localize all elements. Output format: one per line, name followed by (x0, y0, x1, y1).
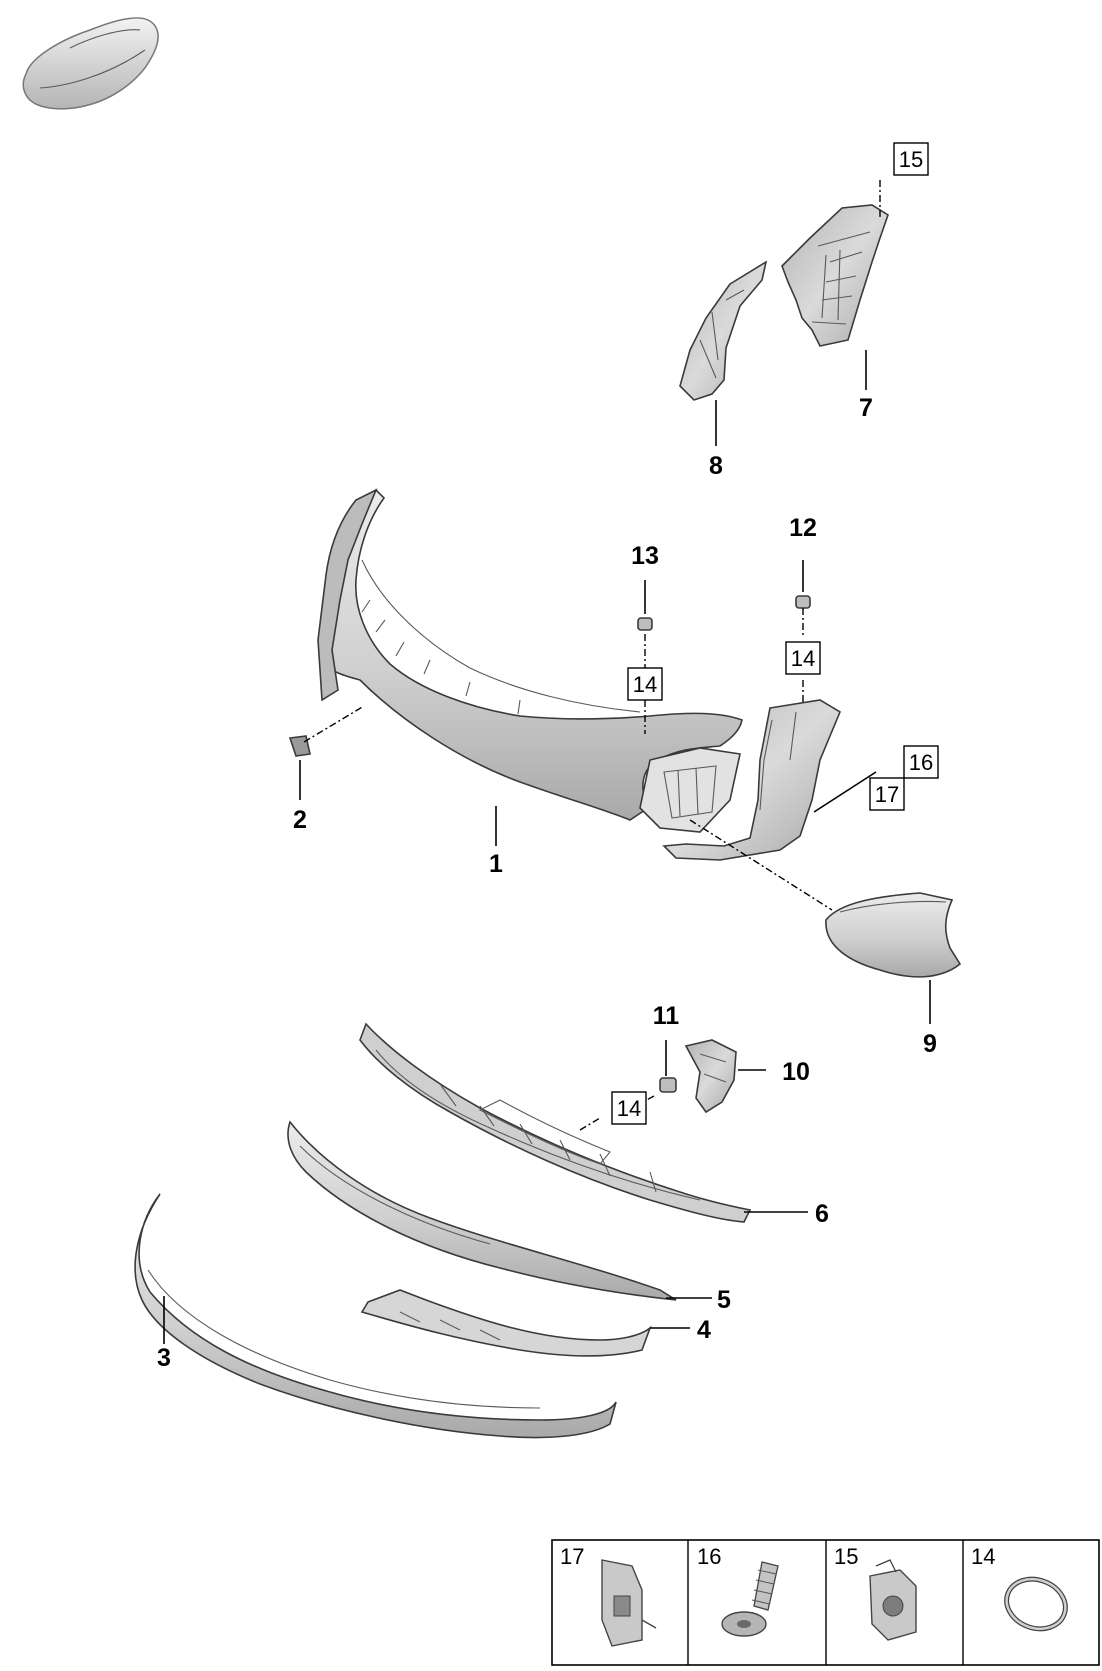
seal-ring-icon (1004, 1576, 1068, 1632)
part-4-lip-piece (360, 1289, 652, 1357)
boxed-ref-17: 17 (869, 777, 905, 811)
fastener-legend-table: 17 16 15 14 (551, 1539, 1100, 1666)
callout-part-1: 1 (489, 850, 503, 878)
callout-part-3: 3 (157, 1344, 171, 1372)
part-8-bracket (679, 260, 768, 401)
callout-part-13: 13 (631, 542, 659, 570)
svg-text:16: 16 (909, 750, 933, 775)
part-11-clip (659, 1077, 677, 1093)
part-7-bracket (781, 204, 889, 347)
callout-part-2: 2 (293, 806, 307, 834)
svg-text:14: 14 (617, 1096, 641, 1121)
part-10-bracket (684, 1039, 737, 1114)
boxed-ref-14-upper: 14 (627, 667, 663, 701)
callout-part-7: 7 (859, 394, 873, 422)
callout-part-11: 11 (653, 1002, 680, 1030)
legend-cell-17: 17 (560, 1544, 657, 1647)
svg-text:17: 17 (560, 1544, 584, 1569)
svg-text:17: 17 (875, 782, 899, 807)
svg-text:16: 16 (697, 1544, 721, 1569)
legend-cell-15: 15 (834, 1544, 917, 1641)
callout-part-4: 4 (697, 1316, 711, 1344)
screw-icon (721, 1561, 779, 1637)
boxed-ref-14-right: 14 (785, 641, 821, 675)
part-13-clip (637, 617, 653, 631)
callout-part-6: 6 (815, 1200, 829, 1228)
svg-text:14: 14 (791, 646, 815, 671)
callout-part-10: 10 (782, 1058, 810, 1086)
boxed-ref-15: 15 (893, 142, 929, 176)
callout-part-12: 12 (789, 514, 817, 542)
callout-part-9: 9 (923, 1030, 937, 1058)
part-3-lower-lip (134, 1193, 617, 1439)
part-1-side-panel (662, 699, 842, 861)
part-2-cover (288, 735, 311, 757)
part-5-spoiler (287, 1120, 677, 1301)
square-nut-icon (869, 1559, 917, 1641)
part-12-clip (795, 595, 811, 609)
boxed-ref-16: 16 (903, 745, 939, 779)
svg-text:14: 14 (971, 1544, 995, 1569)
boxed-ref-14-lower: 14 (611, 1091, 647, 1125)
part-9-side-insert (825, 892, 962, 978)
vehicle-thumbnail-icon (22, 17, 159, 110)
svg-text:14: 14 (633, 672, 657, 697)
legend-cell-14: 14 (971, 1544, 1068, 1632)
callout-part-5: 5 (717, 1286, 731, 1314)
leader-lines (163, 180, 931, 1344)
svg-text:15: 15 (834, 1544, 858, 1569)
part-1-bumper-cover (317, 488, 743, 833)
clip-nut-icon (601, 1559, 657, 1647)
svg-text:15: 15 (899, 147, 923, 172)
legend-cell-16: 16 (697, 1544, 779, 1637)
callout-part-8: 8 (709, 452, 723, 480)
part-6-grille (359, 1022, 752, 1223)
